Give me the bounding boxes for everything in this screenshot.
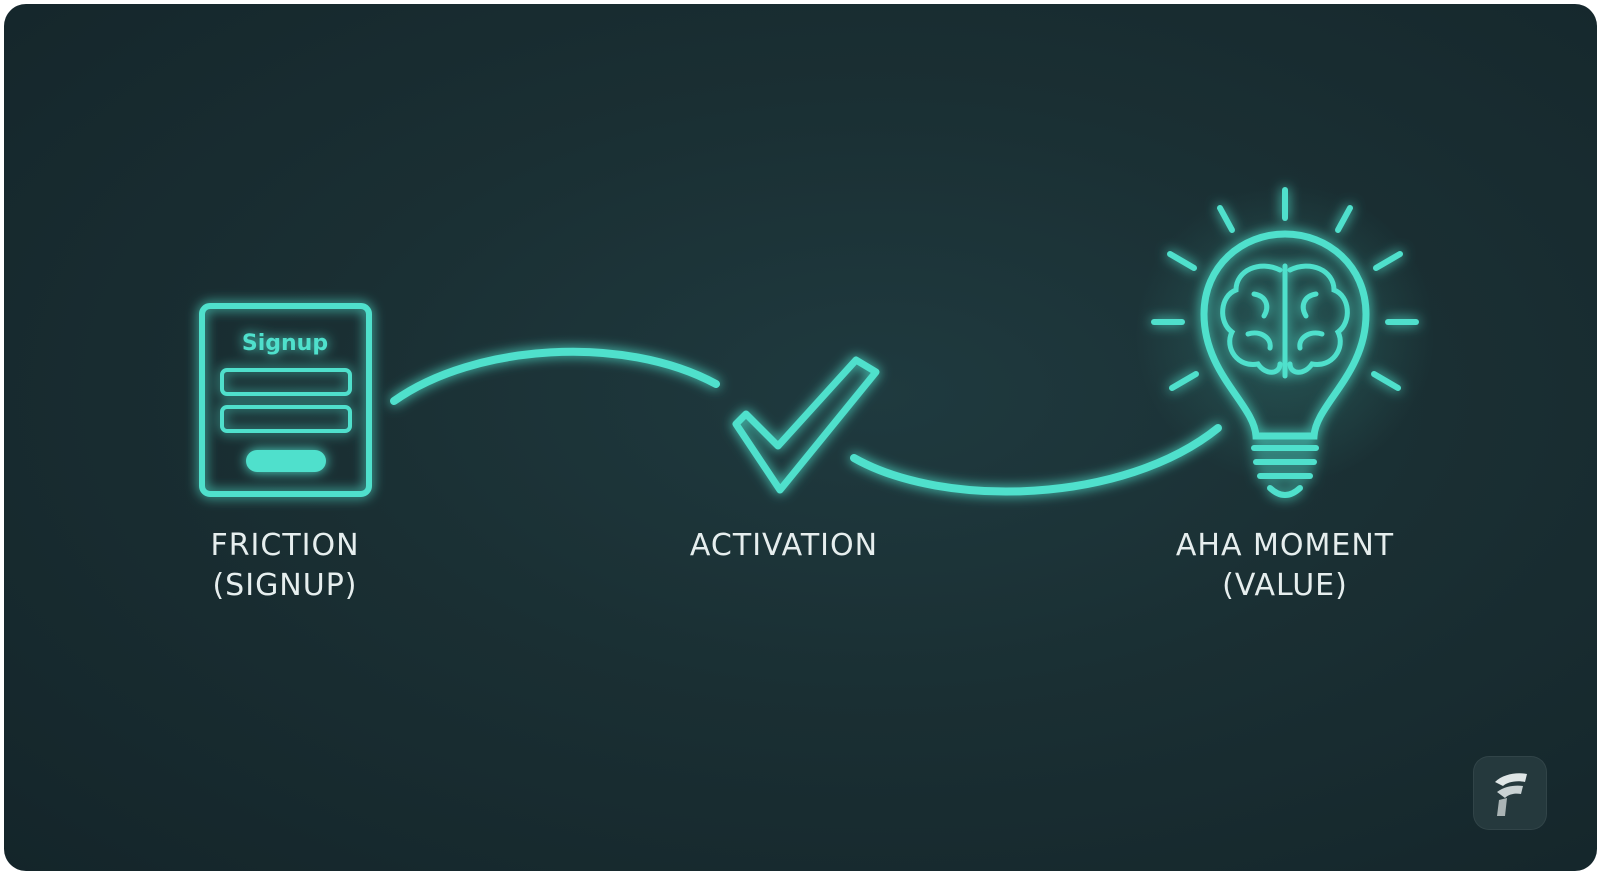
stage-label-activation: ACTIVATION (690, 526, 878, 566)
connector-lines (390, 347, 1222, 496)
checkmark-icon (732, 356, 880, 494)
signup-form-field-2 (220, 405, 352, 433)
stage-label-aha-line2: (VALUE) (1222, 568, 1348, 603)
lightbulb-base (1251, 445, 1319, 498)
flow-diagram: Signup (199, 184, 1435, 498)
connector-activation-to-aha (850, 424, 1222, 496)
brain-icon (1220, 263, 1350, 379)
brand-logo-icon (1473, 756, 1547, 830)
diagram-panel: Signup (4, 4, 1597, 871)
connector-friction-to-activation (390, 347, 720, 405)
lightbulb-rays (1151, 187, 1419, 391)
signup-form-button (246, 450, 326, 472)
stage-label-friction-line1: FRICTION (210, 528, 360, 563)
signup-form-title: Signup (242, 331, 328, 356)
signup-form-icon: Signup (199, 303, 372, 497)
signup-form-field-1 (220, 368, 352, 396)
stage-label-friction: FRICTION (SIGNUP) (210, 526, 359, 606)
stage-label-aha: AHA MOMENT (VALUE) (1176, 526, 1394, 606)
lightbulb-outline (1200, 230, 1370, 440)
stage-label-aha-line1: AHA MOMENT (1175, 528, 1395, 563)
lightbulb-brain-icon (1135, 184, 1435, 498)
stage-label-activation-line1: ACTIVATION (689, 528, 879, 563)
stage-label-friction-line2: (SIGNUP) (212, 568, 358, 603)
